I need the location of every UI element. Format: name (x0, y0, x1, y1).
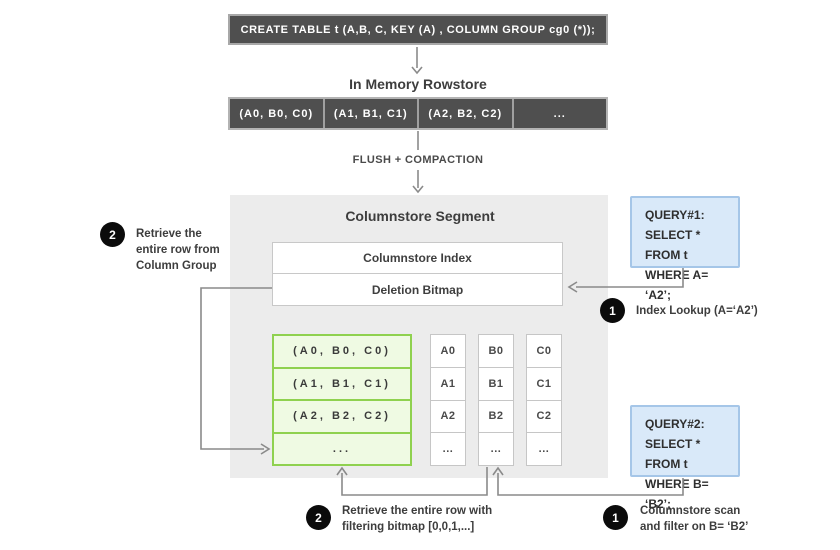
column-a-cell: A2 (431, 399, 465, 433)
create-table-sql: CREATE TABLE t (A,B, C, KEY (A) , COLUMN… (240, 23, 596, 36)
column-c-cell: C2 (527, 399, 561, 433)
column-group-row: (A1, B1, C1) (274, 366, 410, 400)
rowstore-cell: (A2, B2, C2) (417, 99, 512, 128)
column-group-stack: (A0, B0, C0) (A1, B1, C1) (A2, B2, C2) .… (272, 334, 412, 466)
rowstore-cell: (A0, B0, C0) (239, 107, 314, 120)
rowstore-cell: (A1, B1, C1) (322, 99, 418, 128)
arrowhead-down-icon (411, 66, 423, 75)
column-b-cell: B2 (479, 399, 513, 433)
create-table-box: CREATE TABLE t (A,B, C, KEY (A) , COLUMN… (228, 14, 608, 45)
column-b-cell: B0 (488, 344, 504, 357)
column-c-cell: C1 (527, 366, 561, 400)
column-group-row: ... (274, 431, 410, 465)
index-lookup-note: Index Lookup (A=‘A2’) (636, 305, 758, 317)
column-a-cell: ... (431, 432, 465, 465)
column-b-cell: ... (479, 432, 513, 465)
step-2-badge: 2 (100, 222, 125, 247)
deletion-bitmap-box: Deletion Bitmap (272, 273, 563, 306)
column-c-cell: ... (527, 432, 561, 465)
column-a-cell: A0 (440, 344, 456, 357)
step-2-badge: 2 (306, 505, 331, 530)
column-group-row: (A2, B2, C2) (274, 399, 410, 432)
query2-box: QUERY#2: SELECT * FROM t WHERE B= ‘B2’; (630, 405, 740, 511)
retrieve-bitmap-note: Retrieve the entire row with filtering b… (342, 505, 493, 533)
column-b-stack: B0 B1 B2 ... (478, 334, 514, 466)
query1-box: QUERY#1: SELECT * FROM t WHERE A= ‘A2’; (630, 196, 740, 302)
rowstore-title: In Memory Rowstore (349, 76, 487, 92)
step-1-badge: 1 (603, 505, 628, 530)
retrieve-column-group-note: Retrieve the entire row from Column Grou… (136, 228, 220, 272)
rowstore-cell: ... (511, 99, 607, 128)
columnstore-segment-title: Columnstore Segment (345, 208, 495, 224)
column-c-cell: C0 (536, 344, 552, 357)
step-1-badge: 1 (600, 298, 625, 323)
column-a-stack: A0 A1 A2 ... (430, 334, 466, 466)
columnstore-index-box: Columnstore Index (272, 242, 563, 274)
rowstore-bar: (A0, B0, C0) (A1, B1, C1) (A2, B2, C2) .… (228, 97, 608, 130)
column-a-cell: A1 (431, 366, 465, 400)
arrowhead-down-icon (412, 185, 424, 194)
flush-compaction-label: FLUSH + COMPACTION (352, 154, 484, 166)
columnstore-scan-note: Columnstore scan and filter on B= ‘B2’ (640, 505, 749, 533)
column-c-stack: C0 C1 C2 ... (526, 334, 562, 466)
column-group-row: (A0, B0, C0) (293, 345, 391, 358)
column-b-cell: B1 (479, 366, 513, 400)
